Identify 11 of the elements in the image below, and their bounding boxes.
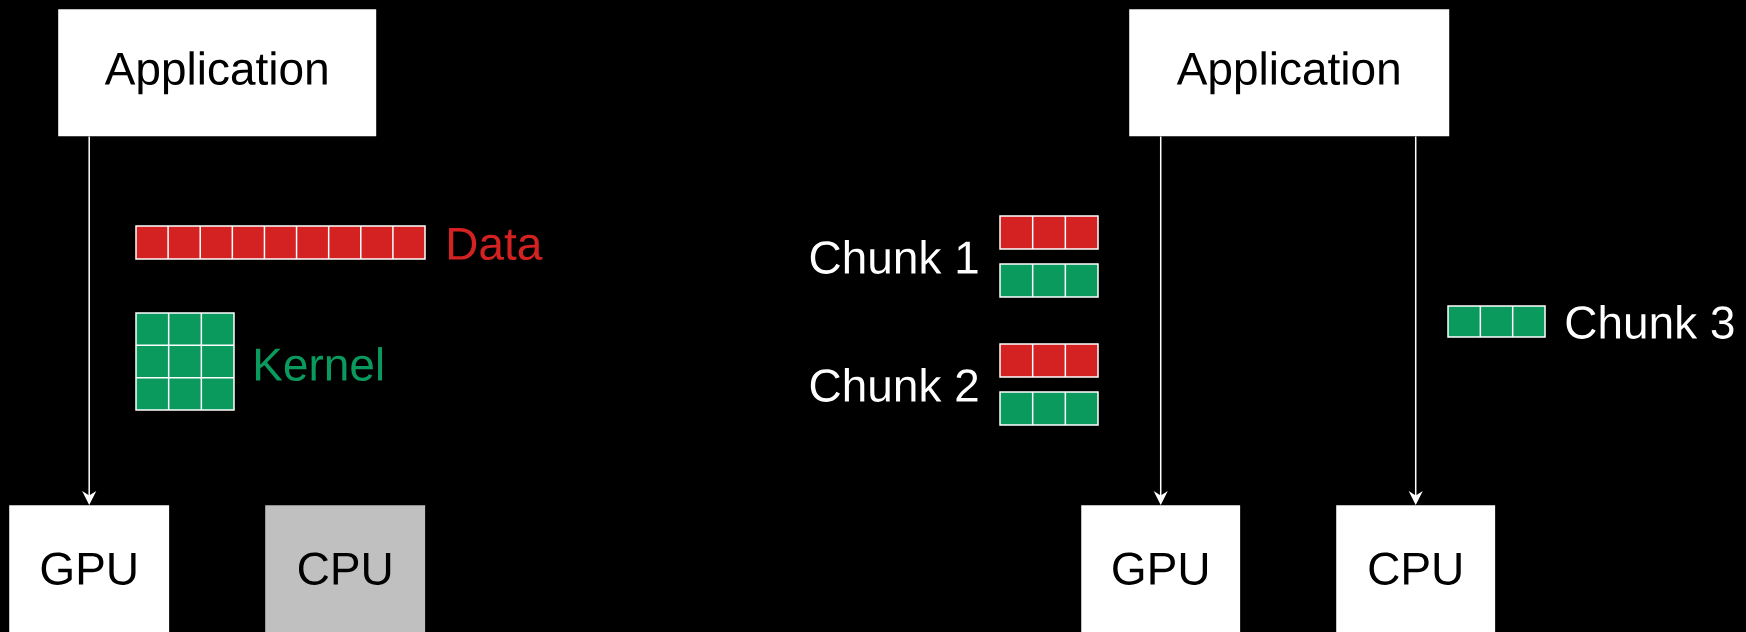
kernel-label: Kernel: [256, 347, 383, 381]
gpu-box: GPU: [9, 505, 170, 632]
data-label: Data: [449, 227, 543, 261]
cpu-box: CPU: [1336, 505, 1496, 632]
application-box: Application: [1129, 9, 1450, 137]
gpu-box: GPU: [1081, 505, 1241, 632]
chunk-label: Chunk 1: [810, 240, 978, 274]
chunk-label: Chunk 2: [810, 368, 978, 402]
cpu-box: CPU: [265, 505, 426, 632]
chunk-label: Chunk 3: [1566, 305, 1734, 339]
application-box: Application: [58, 9, 377, 137]
